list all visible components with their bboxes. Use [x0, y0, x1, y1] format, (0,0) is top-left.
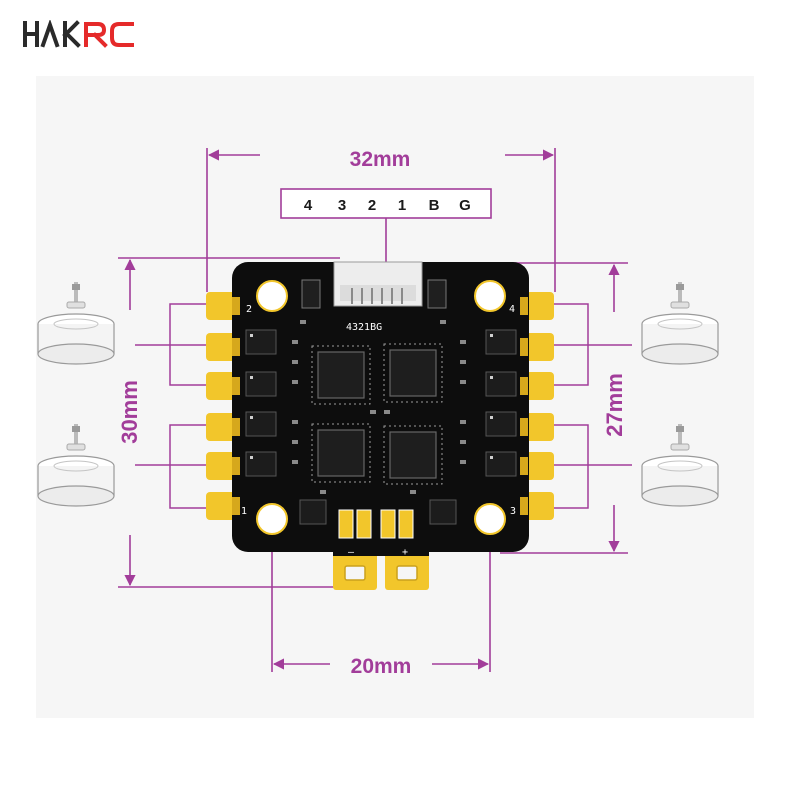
corner-label: 4 [509, 304, 515, 315]
power-pad-positive [385, 548, 429, 590]
motor-wiring-brackets [135, 303, 632, 509]
jst-connector [301, 261, 447, 309]
motor-icon [37, 282, 115, 365]
power-negative-label: — [348, 547, 355, 558]
dimension-left-height: 30mm [117, 380, 142, 444]
motor-icon [641, 424, 719, 507]
corner-label: 2 [246, 304, 252, 315]
motor-icon [641, 282, 719, 365]
dimension-right-height: 27mm [602, 373, 627, 437]
dimension-bottom-width: 20mm [351, 655, 412, 678]
mcu-chips [317, 349, 437, 479]
pin-label: 1 [398, 197, 406, 214]
dimension-lines [118, 148, 628, 672]
power-pad-negative [333, 548, 377, 590]
corner-label: 3 [510, 506, 516, 517]
dimension-top-width: 32mm [350, 148, 411, 171]
mosfets [245, 329, 517, 525]
connector-pin-box: 4 3 2 1 B G [280, 188, 492, 219]
corner-label: 1 [241, 506, 247, 517]
pin-label: 2 [368, 197, 376, 214]
esc-board: 2 4 1 3 4321BG [206, 261, 554, 590]
mounting-holes [256, 280, 506, 535]
motor-pads-left [206, 292, 240, 520]
pin-label: 4 [304, 197, 313, 214]
connector-silkscreen: 4321BG [346, 322, 382, 333]
power-solder-pads [338, 509, 414, 539]
motor-icon [37, 424, 115, 507]
pin-label: 3 [338, 197, 346, 214]
pin-label: B [429, 197, 440, 214]
hakrc-logo [23, 20, 134, 48]
pin-label: G [459, 197, 471, 214]
power-positive-label: + [402, 547, 408, 558]
